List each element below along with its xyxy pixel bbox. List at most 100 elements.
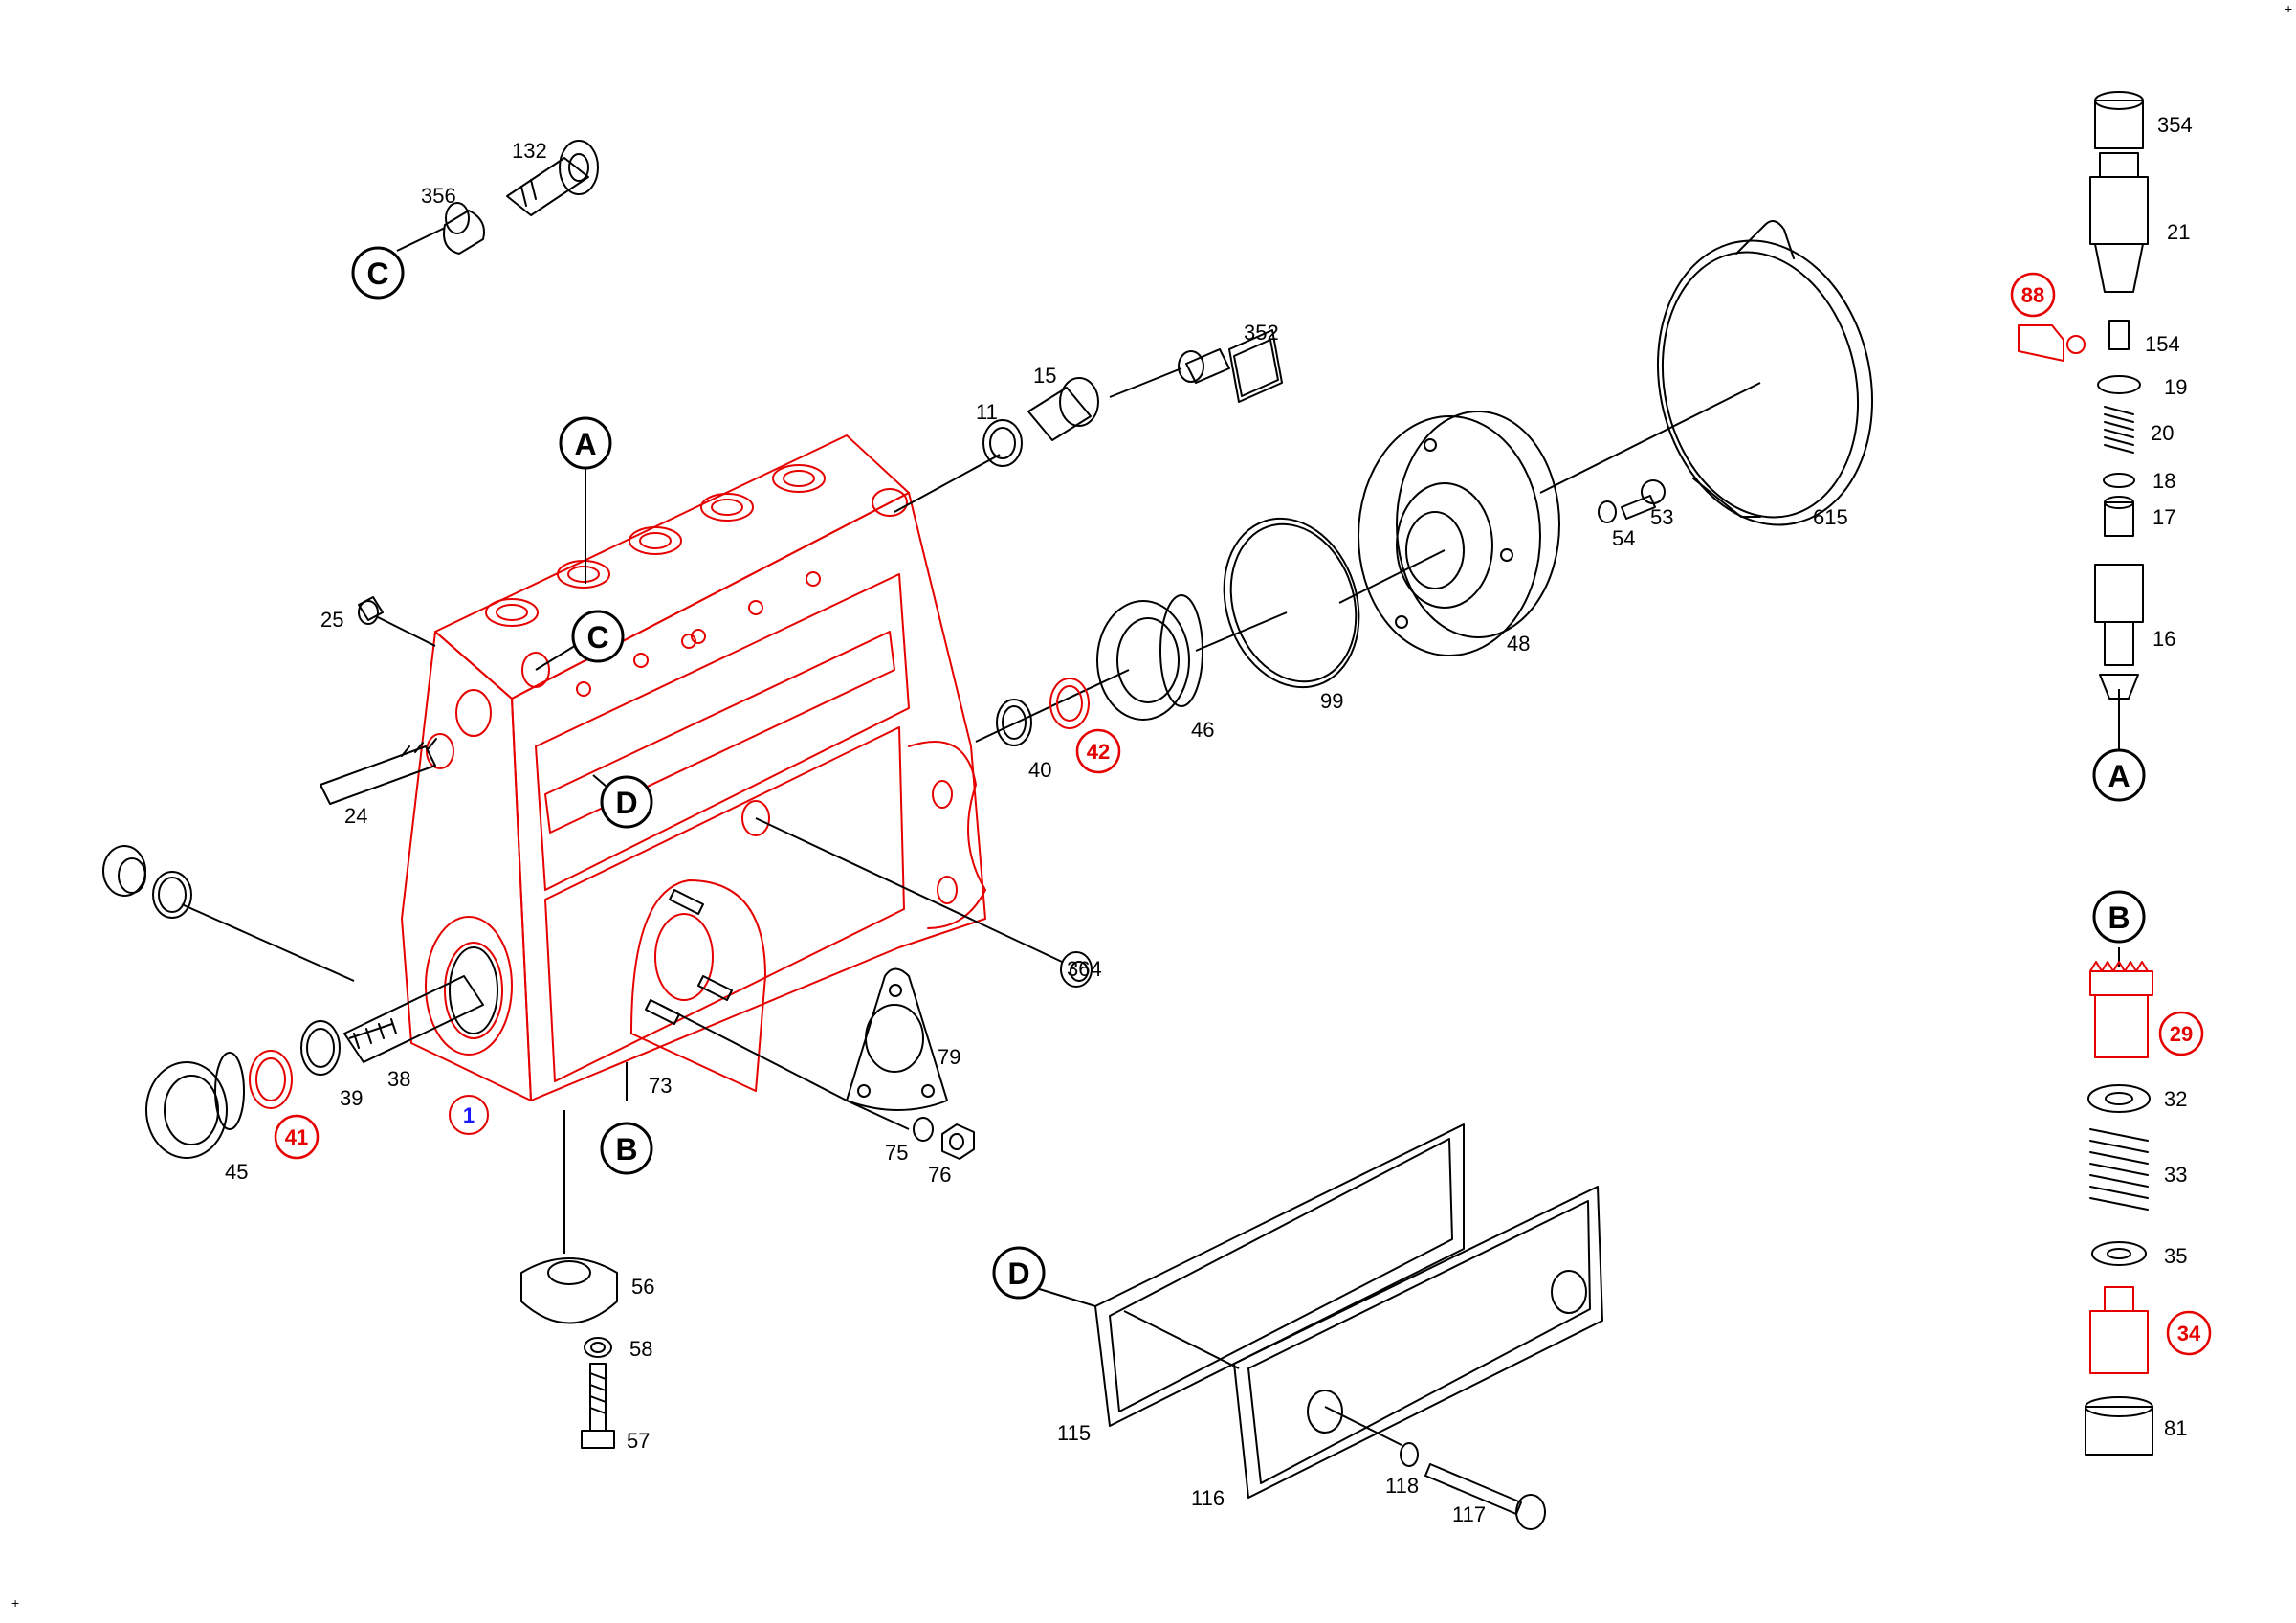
ref-c-top[interactable]: C: [351, 246, 405, 300]
ref-b-housing[interactable]: B: [600, 1122, 653, 1175]
label-76[interactable]: 76: [928, 1163, 951, 1187]
part-34-tappet[interactable]: [2089, 1286, 2149, 1374]
label-116[interactable]: 116: [1191, 1486, 1225, 1510]
label-132[interactable]: 132: [512, 139, 547, 163]
label-79[interactable]: 79: [938, 1045, 960, 1069]
part-plug-left[interactable]: [102, 845, 146, 897]
label-46[interactable]: 46: [1191, 718, 1214, 742]
label-19[interactable]: 19: [2164, 375, 2187, 399]
label-81[interactable]: 81: [2164, 1416, 2187, 1440]
label-75[interactable]: 75: [885, 1141, 908, 1165]
part-33-spring[interactable]: [2089, 1128, 2149, 1211]
part-38-camshaft-end[interactable]: [343, 946, 498, 1063]
label-38[interactable]: 38: [387, 1067, 410, 1091]
part-118-washer[interactable]: [1400, 1442, 1419, 1467]
part-21-valve-holder[interactable]: [2089, 152, 2149, 293]
label-88-circled[interactable]: 88: [2010, 272, 2056, 318]
part-18-ring[interactable]: [2103, 473, 2135, 488]
part-75-washer[interactable]: [913, 1117, 934, 1142]
part-115-gasket[interactable]: [1094, 1123, 1465, 1427]
part-25-screw[interactable]: [358, 596, 384, 625]
label-99[interactable]: 99: [1320, 689, 1343, 713]
label-29-circled[interactable]: 29: [2158, 1011, 2204, 1056]
part-81-roller[interactable]: [2085, 1396, 2153, 1456]
part-oring-left[interactable]: [152, 871, 192, 919]
label-48[interactable]: 48: [1507, 632, 1530, 656]
label-42-circled[interactable]: 42: [1075, 728, 1121, 774]
ref-d-housing[interactable]: D: [600, 775, 653, 829]
label-58[interactable]: 58: [629, 1337, 652, 1361]
part-40-oring[interactable]: [996, 699, 1032, 746]
label-33[interactable]: 33: [2164, 1163, 2187, 1187]
label-57[interactable]: 57: [627, 1429, 650, 1453]
ref-a-top[interactable]: A: [559, 416, 612, 470]
label-56[interactable]: 56: [631, 1275, 654, 1299]
part-54-washer[interactable]: [1598, 500, 1617, 523]
part-11-seal[interactable]: [982, 419, 1023, 467]
label-21[interactable]: 21: [2167, 220, 2190, 244]
part-16-plunger[interactable]: [2094, 564, 2144, 700]
label-352[interactable]: 352: [1244, 321, 1279, 345]
label-18[interactable]: 18: [2152, 469, 2175, 493]
part-116-cover-plate[interactable]: [1233, 1186, 1603, 1499]
label-615[interactable]: 615: [1813, 505, 1848, 529]
ref-b-right[interactable]: B: [2092, 890, 2146, 944]
part-615-cover[interactable]: [1632, 220, 1898, 545]
part-117-screw[interactable]: [1424, 1463, 1546, 1530]
label-39[interactable]: 39: [340, 1086, 363, 1110]
part-73-studs[interactable]: [645, 889, 733, 1025]
part-354-cap[interactable]: [2094, 91, 2144, 149]
label-154[interactable]: 154: [2145, 332, 2180, 356]
part-48-flange[interactable]: [1358, 411, 1560, 656]
part-53-screw[interactable]: [1621, 479, 1666, 520]
part-46-bearing[interactable]: [1096, 594, 1203, 721]
label-11[interactable]: 11: [976, 400, 998, 424]
ref-d-cover[interactable]: D: [992, 1246, 1046, 1300]
part-39-oring[interactable]: [300, 1020, 341, 1076]
label-53[interactable]: 53: [1650, 505, 1673, 529]
part-41-ring[interactable]: [249, 1050, 293, 1109]
ref-c-housing[interactable]: C: [571, 610, 625, 663]
label-41-circled[interactable]: 41: [274, 1114, 320, 1160]
part-352-sensor[interactable]: [1178, 329, 1283, 403]
label-117[interactable]: 117: [1452, 1502, 1486, 1526]
part-45-bearing[interactable]: [145, 1052, 245, 1159]
part-79-gasket[interactable]: [846, 967, 948, 1111]
label-54[interactable]: 54: [1612, 526, 1635, 550]
part-19-ring[interactable]: [2097, 375, 2141, 394]
label-115[interactable]: 115: [1057, 1421, 1091, 1445]
label-45[interactable]: 45: [225, 1160, 248, 1184]
label-34-circled[interactable]: 34: [2166, 1310, 2212, 1356]
part-20-spring[interactable]: [2104, 406, 2134, 454]
part-29-control-sleeve[interactable]: [2089, 961, 2153, 1058]
label-20[interactable]: 20: [2151, 421, 2174, 445]
part-24-control-rack[interactable]: [320, 738, 437, 805]
label-35[interactable]: 35: [2164, 1244, 2187, 1268]
label-40[interactable]: 40: [1028, 758, 1051, 782]
label-73[interactable]: 73: [649, 1074, 672, 1098]
part-154-piece[interactable]: [2108, 320, 2130, 350]
label-354[interactable]: 354: [2157, 113, 2193, 137]
part-57-bolt[interactable]: [581, 1363, 615, 1449]
label-24[interactable]: 24: [344, 804, 367, 828]
part-15-plug[interactable]: [1027, 377, 1099, 441]
label-16[interactable]: 16: [2152, 627, 2175, 651]
part-35-spring-seat[interactable]: [2091, 1241, 2147, 1266]
label-364[interactable]: 364: [1067, 957, 1102, 981]
part-17-valve[interactable]: [2104, 496, 2134, 537]
part-32-spring-seat[interactable]: [2087, 1084, 2151, 1113]
part-58-washer[interactable]: [584, 1337, 612, 1358]
part-356-sleeve[interactable]: [443, 202, 485, 255]
label-356[interactable]: 356: [421, 184, 456, 208]
label-17[interactable]: 17: [2152, 505, 2175, 529]
part-364-plug[interactable]: [1060, 951, 1093, 988]
part-42-ring[interactable]: [1049, 678, 1090, 729]
label-118[interactable]: 118: [1385, 1474, 1419, 1498]
label-25[interactable]: 25: [320, 608, 343, 632]
part-132-fitting[interactable]: [506, 140, 599, 216]
label-15[interactable]: 15: [1033, 364, 1056, 388]
part-76-nut[interactable]: [941, 1123, 975, 1160]
pump-housing[interactable]: [401, 434, 986, 1101]
part-88-clip[interactable]: [2018, 324, 2086, 362]
label-32[interactable]: 32: [2164, 1087, 2187, 1111]
